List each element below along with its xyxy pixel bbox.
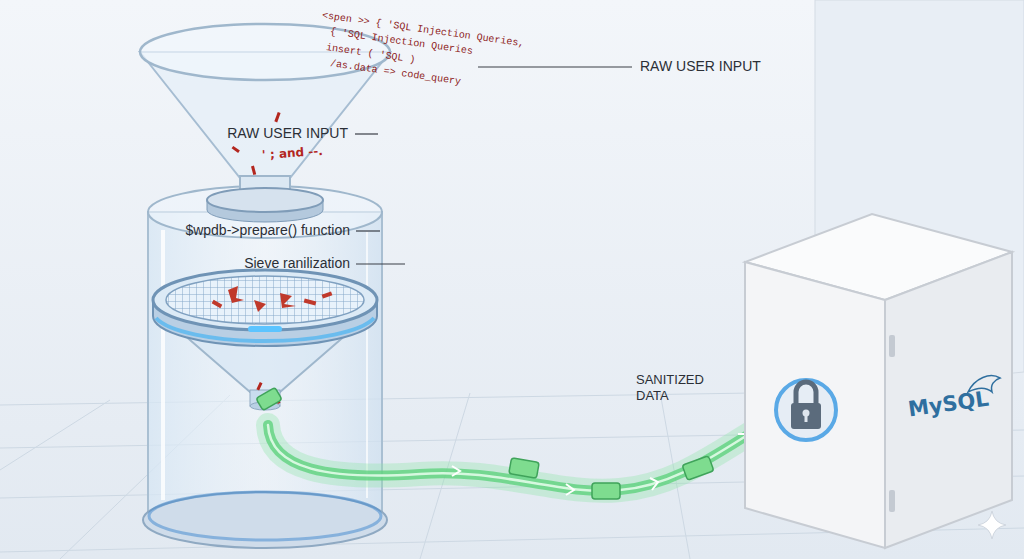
sieve-glow — [156, 318, 374, 341]
leader-lines — [355, 67, 632, 264]
flow-core — [268, 414, 782, 491]
sieve-mesh — [166, 276, 364, 324]
base-glow — [149, 492, 381, 540]
red-fragment — [322, 291, 333, 298]
safe-side — [885, 252, 1012, 548]
safe-front — [745, 262, 885, 548]
data-blocks — [256, 387, 714, 499]
flow-glow — [268, 414, 782, 491]
grid-line — [0, 400, 110, 470]
data-block — [509, 458, 539, 479]
leader-line — [478, 66, 632, 67]
callout-label: RAW USER INPUT — [227, 125, 348, 142]
hinge — [889, 335, 895, 357]
sparkle-mark — [978, 511, 1006, 539]
glass-highlight — [366, 232, 368, 498]
chevron — [452, 466, 460, 476]
lock-ring — [776, 380, 836, 440]
red-fragment — [228, 286, 244, 303]
blocked-fragments — [212, 286, 333, 312]
callout-label: Sieve ranilization — [244, 255, 350, 272]
funnel-collar — [207, 188, 323, 212]
lock-body — [791, 403, 821, 429]
chevron — [566, 484, 574, 495]
data-block — [682, 456, 714, 481]
chevron — [650, 478, 658, 490]
data-block — [256, 387, 282, 410]
red-fragment — [304, 299, 317, 306]
callout-label: RAW USER INPUT — [640, 58, 761, 75]
flow-stream — [268, 414, 782, 491]
leader-line — [355, 133, 378, 134]
flow-label: SANITIZED DATA — [636, 372, 728, 404]
callout-label: $wpdb->prepare() function — [185, 222, 350, 239]
red-fragment — [254, 300, 266, 312]
leader-line — [356, 230, 380, 231]
cylinder-top — [148, 186, 382, 238]
glass-cylinder — [148, 212, 382, 541]
red-fragment — [232, 146, 240, 153]
red-fragment — [251, 166, 256, 175]
grid-line — [0, 392, 815, 405]
sieve-ring — [153, 270, 377, 330]
red-fragment — [274, 112, 280, 122]
red-fragment — [280, 293, 296, 308]
data-block — [592, 483, 620, 499]
glass-highlight — [161, 230, 165, 500]
sieve-light — [248, 326, 282, 332]
red-fragment — [212, 300, 223, 308]
leader-line — [356, 263, 405, 264]
lock-shackle — [796, 382, 816, 404]
keyhole — [805, 414, 808, 422]
hinge — [889, 490, 895, 512]
cylinder-base — [143, 492, 387, 548]
red-fragment — [256, 382, 262, 391]
